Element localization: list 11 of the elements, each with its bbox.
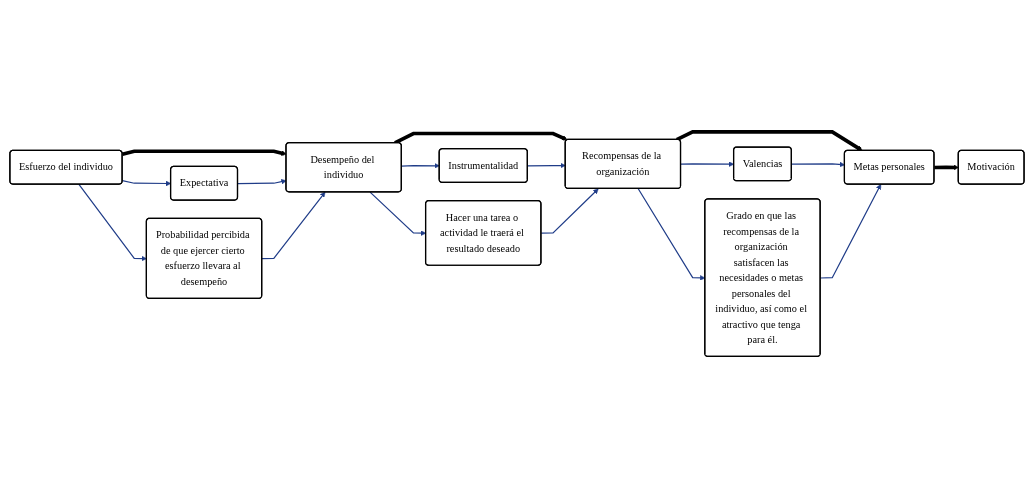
arrow: [237, 179, 287, 185]
arrow: [934, 165, 959, 171]
arrow: [540, 188, 599, 235]
arrow: [78, 184, 147, 262]
arrow: [791, 162, 845, 168]
arrow: [394, 132, 568, 145]
arrow: [527, 163, 566, 169]
arrow: [121, 149, 287, 157]
arrow: [401, 163, 440, 169]
arrow: [261, 192, 326, 260]
arrow: [676, 130, 863, 152]
